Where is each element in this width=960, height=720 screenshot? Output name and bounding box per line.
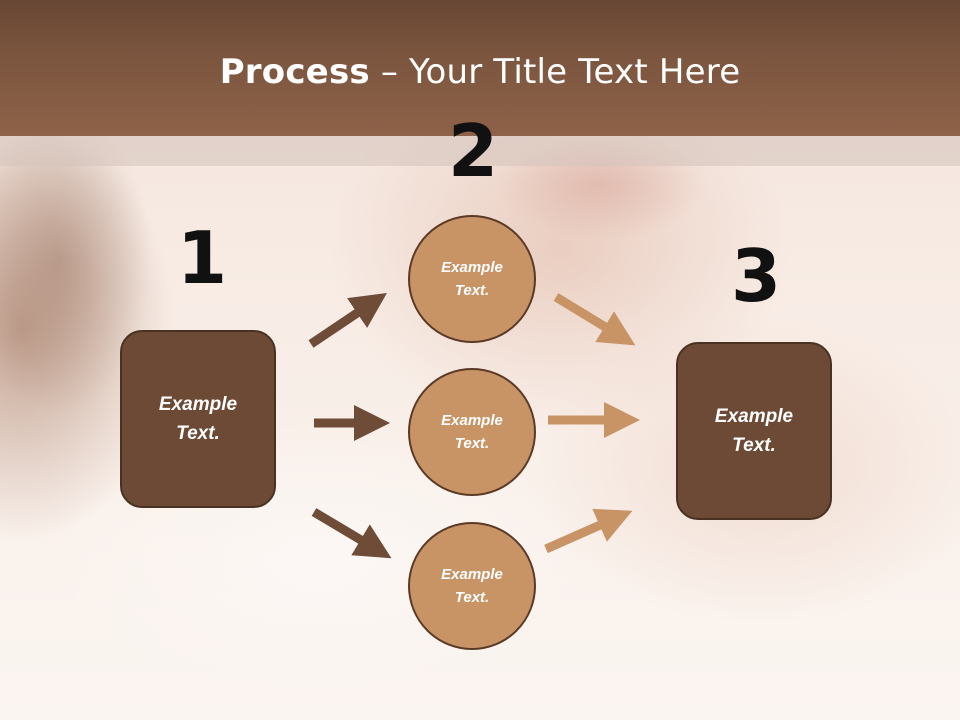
circle-bottom-line1: Example [441,566,503,583]
box-right-line2: Text. [732,435,776,456]
step-number-1: 1 [177,216,228,300]
slide-title: Process – Your Title Text Here [0,52,960,92]
box-left-line2: Text. [176,423,220,444]
title-underband [0,136,960,166]
arrow-to-bottom-circle [311,508,392,559]
arrow-from-top-circle [553,293,636,346]
circle-middle-line1: Example [441,412,503,429]
circle-bottom-line2: Text. [454,589,490,606]
circle-top-line2: Text. [454,282,490,299]
title-bold: Process [219,52,370,92]
circle-middle-line2: Text. [454,435,490,452]
step-number-2: 2 [448,109,499,193]
circle-top-line1: Example [441,259,503,276]
arrow-from-bottom-circle [544,508,633,554]
box-left-line1: Example [158,394,238,415]
step-number-3: 3 [731,234,782,318]
title-rest: – Your Title Text Here [369,52,741,92]
title-bar [0,0,960,136]
arrow-to-top-circle [308,292,387,348]
box-right-line1: Example [714,406,794,427]
